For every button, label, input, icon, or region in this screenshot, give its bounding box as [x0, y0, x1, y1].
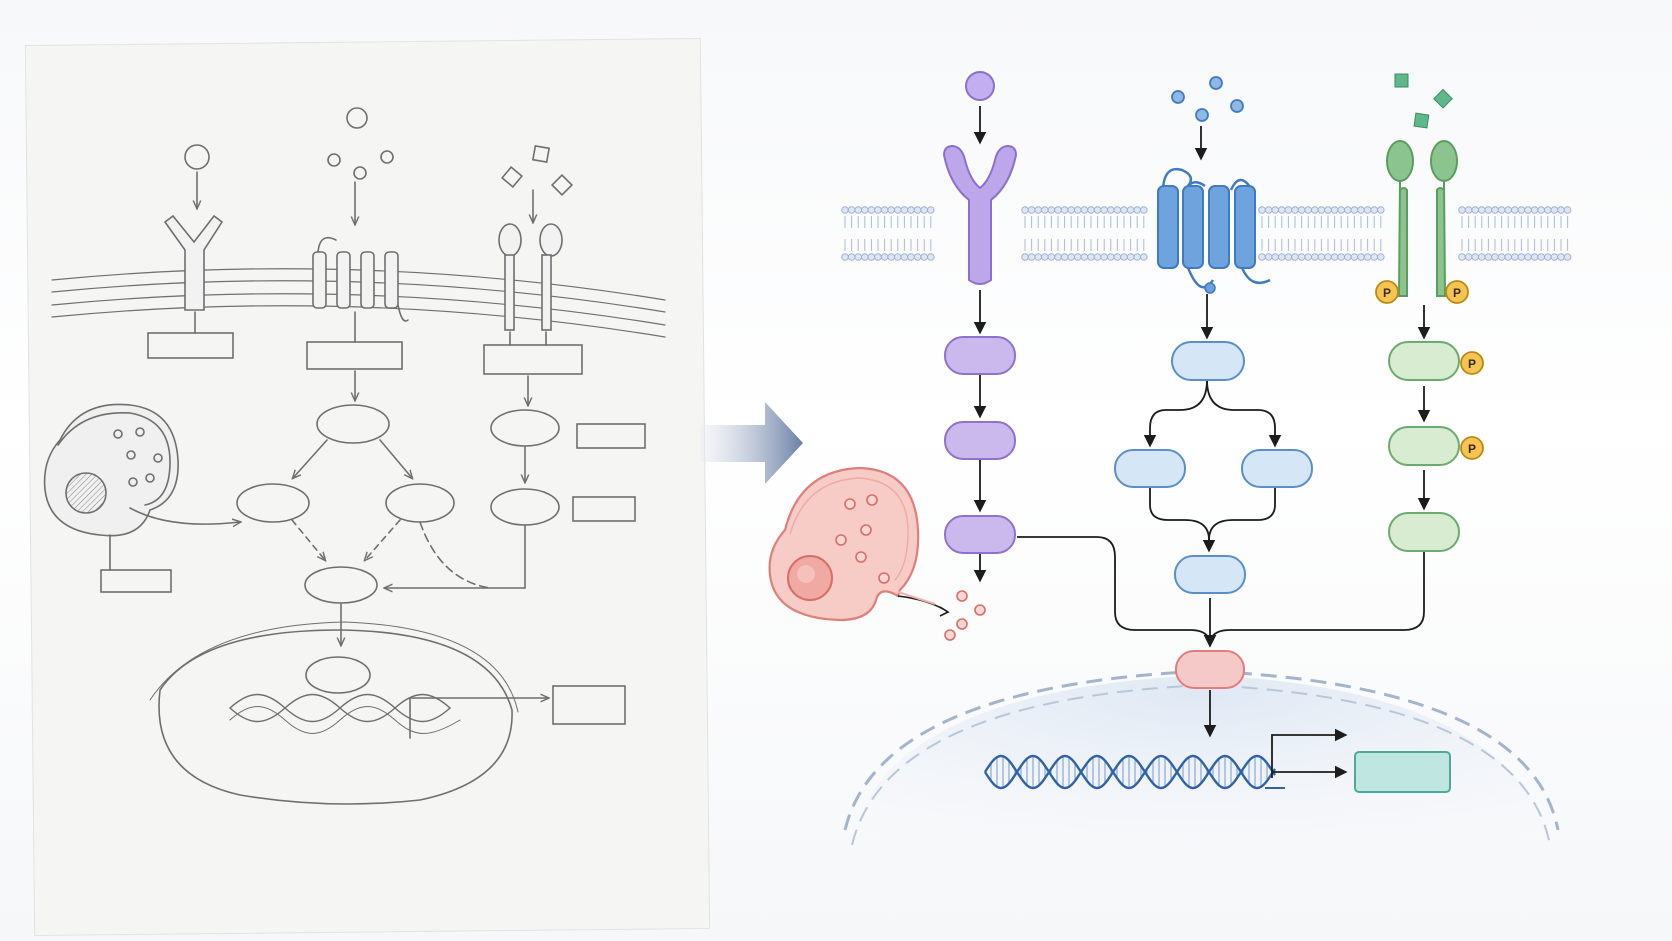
- sketch-ligand-2a: [346, 107, 368, 129]
- sketch-box-2: [306, 341, 403, 370]
- sketch-ligand-1: [184, 144, 210, 170]
- sketch-content: [43, 107, 666, 805]
- receptor-dimer-green: [1386, 140, 1458, 297]
- gene-product-box: [1354, 751, 1451, 793]
- blue-effector-node: [1241, 449, 1313, 488]
- svg-text:P: P: [1453, 286, 1461, 300]
- green-kinase-node: [1388, 426, 1460, 466]
- sketch-ligand-3: [531, 144, 551, 164]
- pathway-branch: [1206, 379, 1282, 448]
- phospho-badge: P: [1375, 280, 1399, 304]
- nuclear-envelope: [843, 669, 1560, 831]
- green-kinase-node: [1388, 341, 1460, 381]
- green-kinase-node: [1388, 512, 1460, 552]
- sketch-node-g: [305, 656, 371, 694]
- pathway-merge: [1208, 488, 1276, 541]
- pathway-convergence: [1017, 536, 1217, 648]
- svg-text:P: P: [1468, 442, 1476, 456]
- nucleus: [845, 675, 1555, 860]
- pathway-convergence: [1209, 552, 1425, 646]
- svg-text:P: P: [1468, 357, 1476, 371]
- dna-helix-icon: [983, 754, 1285, 790]
- receptor-gpcr-blue: [1157, 167, 1271, 294]
- purple-kinase-node: [944, 336, 1016, 375]
- pathway-branch: [1143, 379, 1208, 448]
- sketch-node-a: [316, 404, 390, 444]
- blue-effector-node: [1114, 449, 1186, 488]
- right-arrow-icon: [700, 402, 803, 484]
- transcription-factor-node: [1175, 650, 1245, 689]
- sketch-node-f: [304, 566, 378, 604]
- purple-kinase-node: [944, 421, 1016, 460]
- clean-diagram: P P: [768, 71, 1572, 860]
- ligand-cube-icon: [1394, 73, 1453, 129]
- sketch-box-1: [147, 332, 234, 359]
- blue-effector-node: [1171, 341, 1245, 381]
- phospho-badge: P: [1460, 351, 1484, 375]
- ligand-sphere-icon: [965, 71, 995, 101]
- secreting-cell-icon: [768, 466, 986, 641]
- sketch-node-b: [490, 409, 560, 447]
- sketch-receptor-dimer: [498, 223, 563, 331]
- phospho-badge: P: [1445, 280, 1469, 304]
- phospho-badge: P: [1460, 436, 1484, 460]
- svg-text:P: P: [1383, 286, 1391, 300]
- sketch-dna: [229, 693, 461, 734]
- transcription-arrow: [1271, 728, 1348, 778]
- pathway-merge: [1149, 488, 1216, 553]
- sketch-membrane: [51, 268, 666, 338]
- cell-membrane: [841, 206, 1572, 261]
- sketch-product-box: [552, 685, 626, 725]
- pencil-sketch: [24, 37, 711, 937]
- ligand-sphere-icon: [1171, 76, 1244, 122]
- purple-kinase-node: [944, 515, 1016, 554]
- blue-effector-node: [1174, 555, 1246, 594]
- sketch-receptor-y: [163, 214, 224, 311]
- sketch-nucleus: [158, 629, 513, 805]
- sketch-box-3: [483, 344, 583, 375]
- sketch-receptor-gpcr: [312, 236, 409, 322]
- receptor-y-purple: [942, 144, 1018, 285]
- sketch-node-c: [236, 483, 310, 523]
